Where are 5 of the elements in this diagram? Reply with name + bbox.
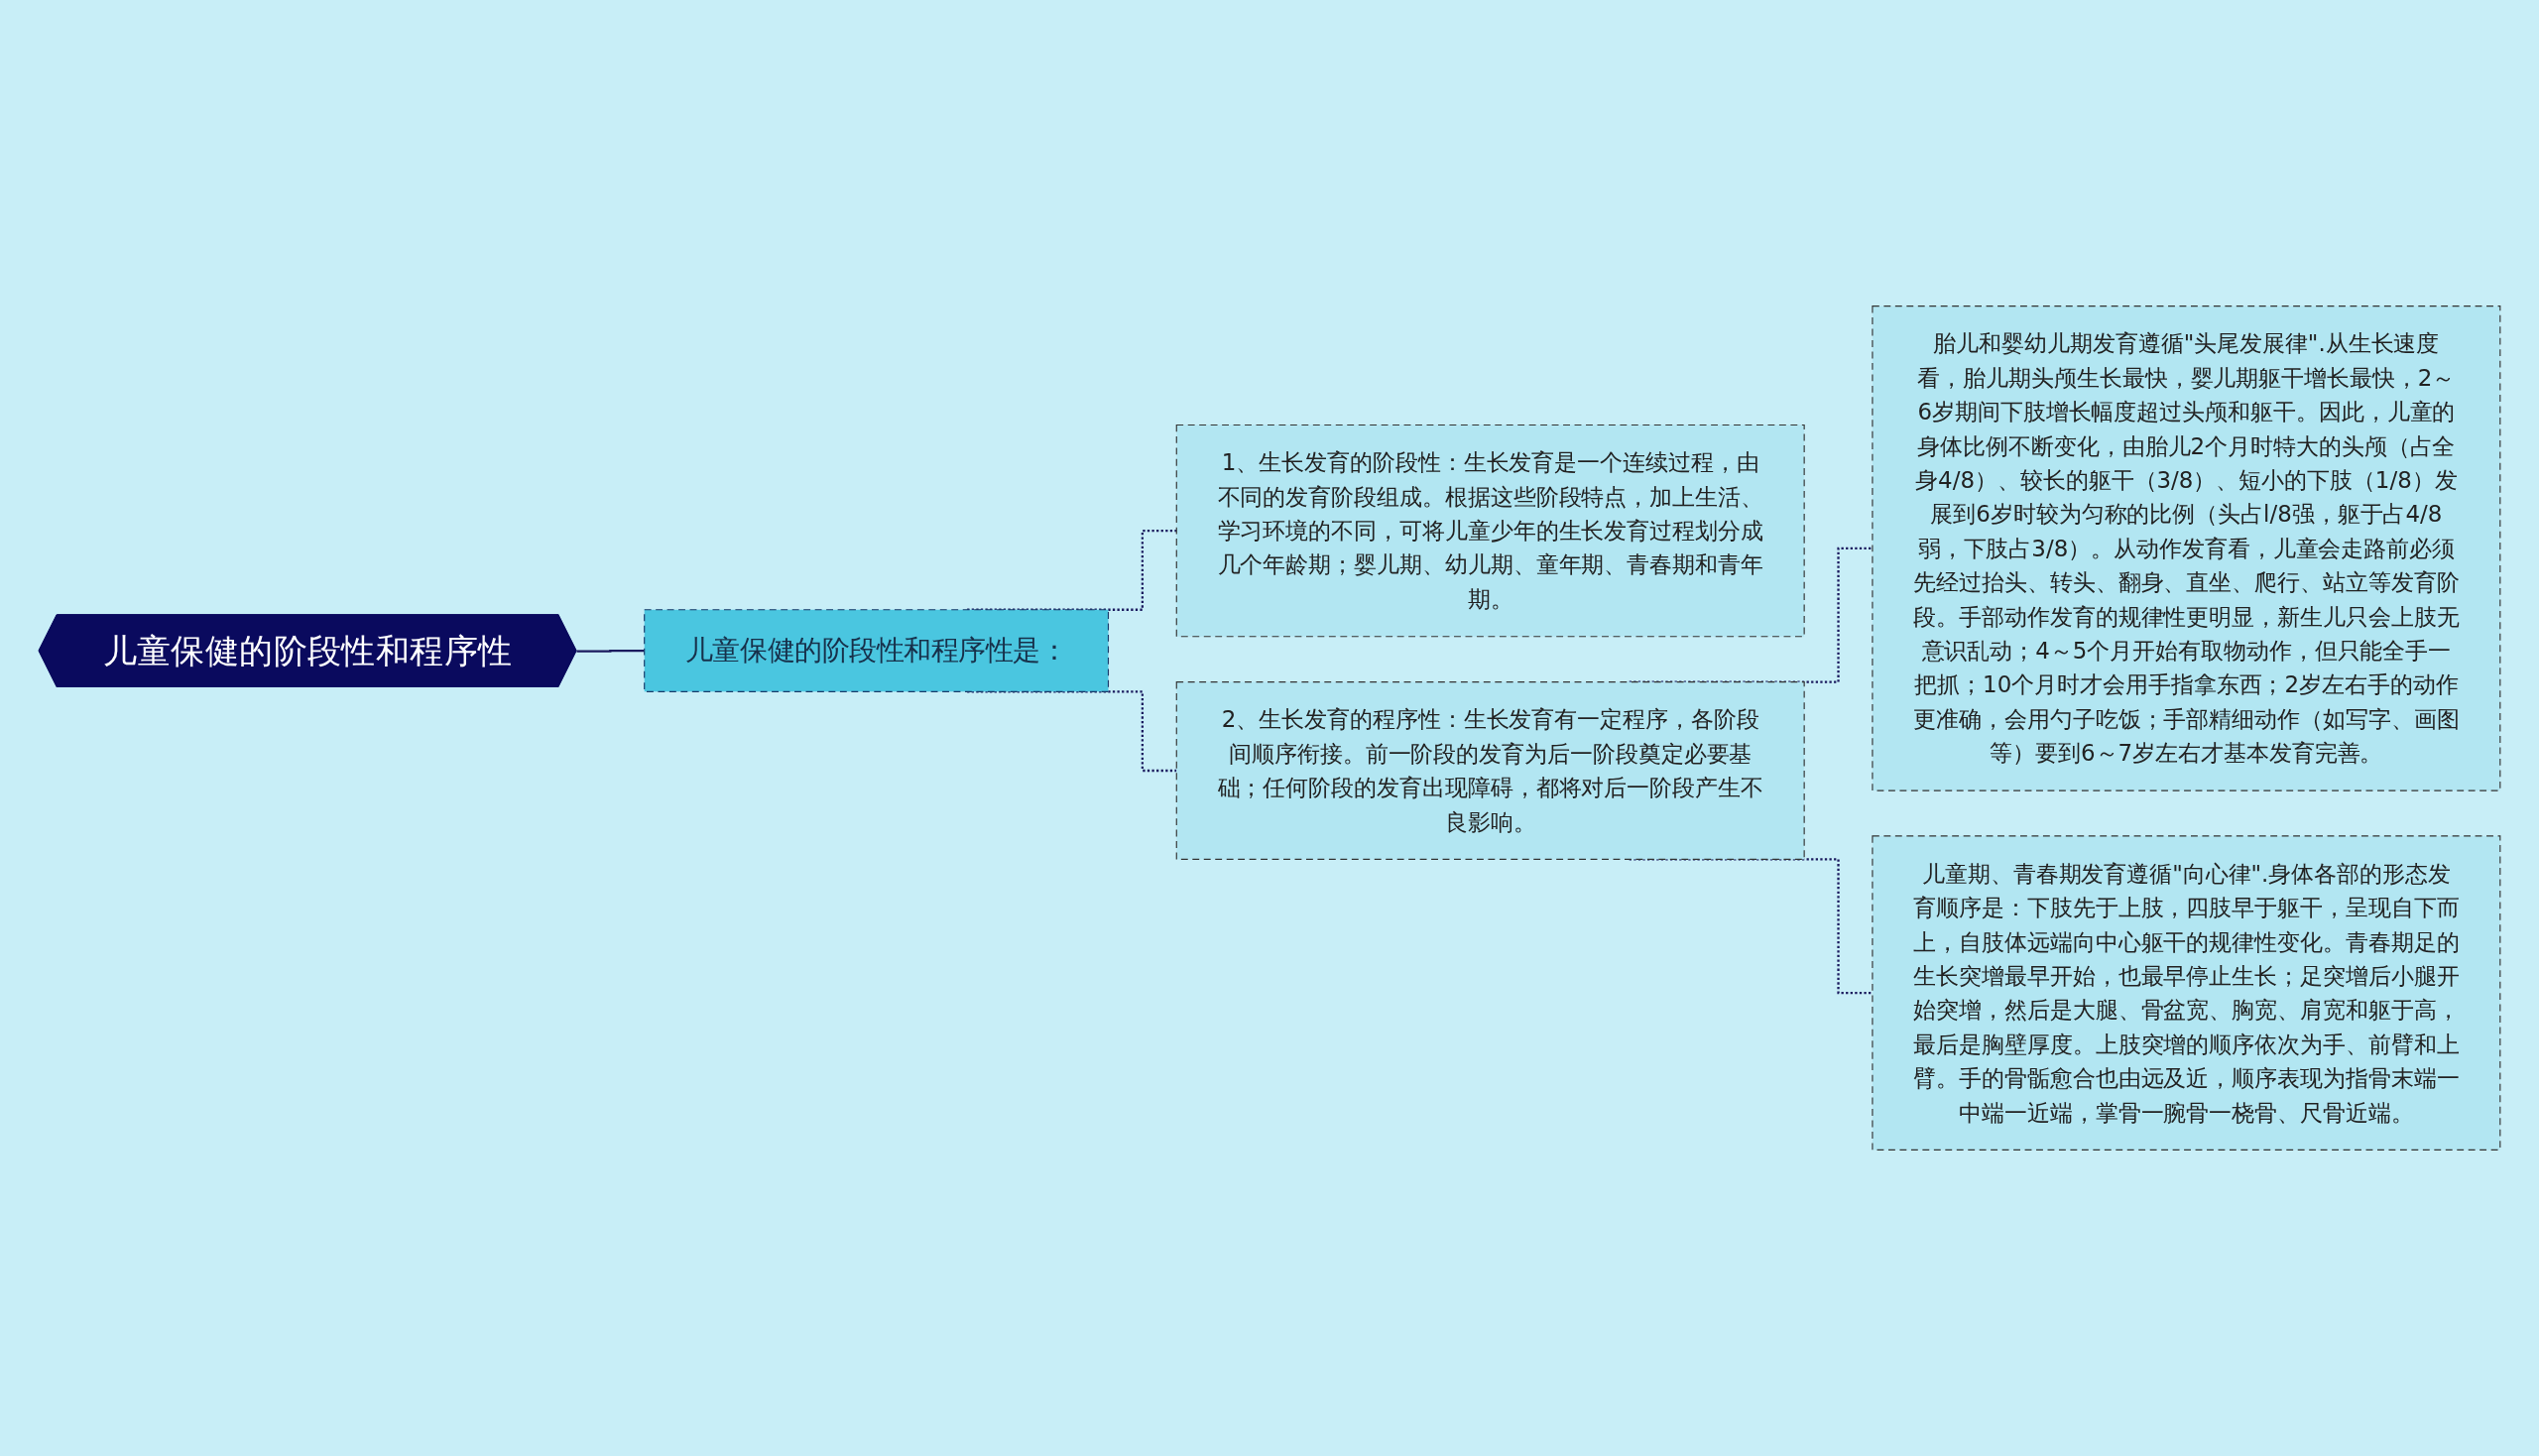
node-box: 2、生长发育的程序性：生长发育有一定程序，各阶段间顺序衔接。前一阶段的发育为后一阶段奠定必要基础；任何阶段的发育出现障碍，都将对后一阶段产生不良影响。 bbox=[1175, 681, 1805, 860]
node-box: 胎儿和婴幼儿期发育遵循"头尾发展律".从生长速度看，胎儿期头颅生长最快，婴儿期躯干增长最快，2～6岁期间下肢增长幅度超过头颅和躯干。因此，儿童的身体比例不断变化，由胎儿2个月时特大的头颅（占全身4/8）、较长的躯干（3/8）、短小的下肢（1/8）发展到6岁时较为匀称的比例（头占l/8强，躯于占4/8弱，下肢占3/8）。从动作发育看，儿童会走路前必须先经过抬头、转头、翻身、直坐、爬行、站立等发育阶段。手部动作发育的规律性更明显，新生儿只会上肢无意识乱动；4～5个月开始有取物动作，但只能全手一把抓；10个月时才会用手指拿东西；2岁左右手的动作更准确，会用勺子吃饭；手部精细动作（如写字、画图等）要到6～7岁左右才基本发育完善。 bbox=[1872, 305, 2501, 791]
node-box: 儿童保健的阶段性和程序性是： bbox=[644, 609, 1110, 692]
node-box: 1、生长发育的阶段性：生长发育是一个连续过程，由不同的发育阶段组成。根据这些阶段特点，加上生活、学习环境的不同，可将儿童少年的生长发育过程划分成几个年龄期；婴儿期、幼儿期、童年期、青春期和青年期。 bbox=[1175, 424, 1805, 638]
node-box: 儿童期、青春期发育遵循"向心律".身体各部的形态发育顺序是：下肢先于上肢，四肢早于躯干，呈现自下而上，自肢体远端向中心躯干的规律性变化。青春期足的生长突增最早开始，也最早停止生长；足突增后小腿开始突增，然后是大腿、骨盆宽、胸宽、肩宽和躯于高，最后是胸壁厚度。上肢突增的顺序依次为手、前臂和上臂。手的骨骺愈合也由远及近，顺序表现为指骨末端一中端一近端，掌骨一腕骨一桡骨、尺骨近端。 bbox=[1872, 835, 2501, 1151]
